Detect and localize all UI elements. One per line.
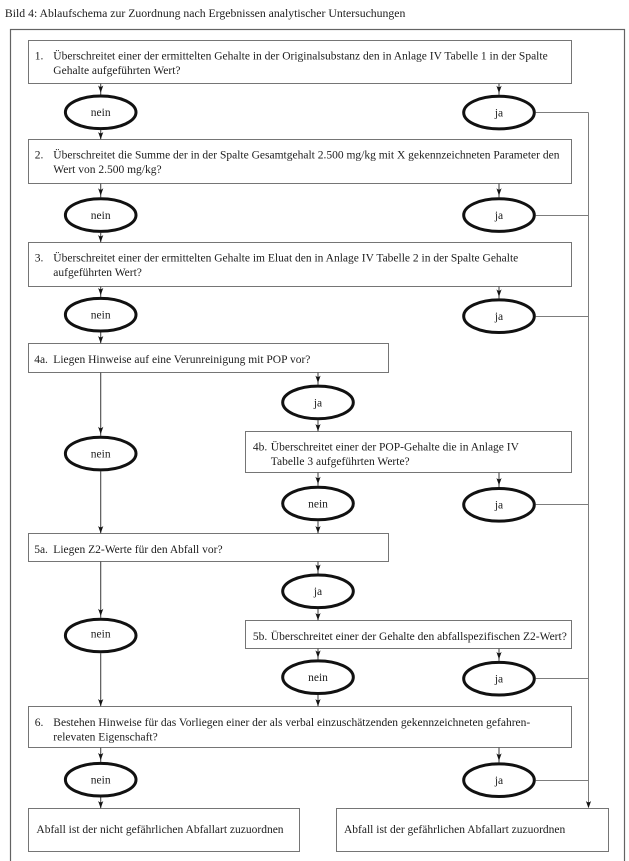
svg-text:nein: nein [91, 107, 111, 119]
svg-text:ja: ja [313, 586, 322, 598]
svg-text:ja: ja [313, 397, 322, 409]
svg-text:Bestehen Hinweise für das Vorl: Bestehen Hinweise für das Vorliegen eine… [53, 717, 530, 729]
svg-text:Überschreitet einer der ermitt: Überschreitet einer der ermittelten Geha… [53, 251, 518, 265]
svg-text:Abfall ist der gefährlichen Ab: Abfall ist der gefährlichen Abfallart zu… [344, 824, 566, 836]
svg-text:5a.: 5a. [34, 544, 48, 556]
svg-text:Wert von 2.500 mg/kg?: Wert von 2.500 mg/kg? [53, 164, 161, 176]
svg-text:Überschreitet einer der Gehalt: Überschreitet einer der Gehalte den abfa… [271, 629, 567, 643]
svg-text:aufgeführten Wert?: aufgeführten Wert? [53, 267, 142, 279]
svg-text:Überschreitet einer der ermitt: Überschreitet einer der ermittelten Geha… [53, 48, 547, 62]
svg-text:Überschreitet die Summe der in: Überschreitet die Summe der in der Spalt… [53, 148, 559, 162]
svg-text:nein: nein [91, 210, 111, 222]
svg-text:4a.: 4a. [34, 354, 48, 366]
svg-text:Bild 4: Ablaufschema zur Zuord: Bild 4: Ablaufschema zur Zuordnung nach … [5, 7, 406, 20]
svg-text:nein: nein [91, 449, 111, 461]
svg-text:nein: nein [91, 775, 111, 787]
svg-text:2.: 2. [35, 150, 44, 162]
svg-text:ja: ja [494, 500, 503, 512]
svg-text:1.: 1. [35, 50, 44, 62]
svg-text:Abfall ist der nicht gefährlic: Abfall ist der nicht gefährlichen Abfall… [36, 824, 283, 836]
svg-text:6.: 6. [35, 717, 44, 729]
svg-text:3.: 3. [35, 253, 44, 265]
svg-text:nein: nein [308, 672, 328, 684]
svg-text:Überschreitet einer der POP-Ge: Überschreitet einer der POP-Gehalte die … [271, 440, 520, 454]
svg-text:Liegen Z2-Werte für den Abfall: Liegen Z2-Werte für den Abfall vor? [53, 544, 222, 556]
svg-text:Liegen Hinweise auf eine Verun: Liegen Hinweise auf eine Verunreinigung … [53, 354, 310, 366]
svg-text:5b.: 5b. [253, 631, 268, 643]
svg-text:relevaten Eigenschaft?: relevaten Eigenschaft? [53, 731, 157, 743]
svg-text:nein: nein [91, 628, 111, 640]
svg-text:ja: ja [494, 311, 503, 323]
svg-text:ja: ja [494, 775, 503, 787]
svg-text:nein: nein [308, 498, 328, 510]
svg-text:Tabelle 3 aufgeführten Werte?: Tabelle 3 aufgeführten Werte? [271, 456, 410, 468]
svg-text:ja: ja [494, 210, 503, 222]
svg-text:ja: ja [494, 674, 503, 686]
svg-text:ja: ja [494, 108, 503, 120]
svg-text:nein: nein [91, 310, 111, 322]
svg-text:4b.: 4b. [253, 442, 268, 454]
svg-text:Gehalte aufgeführten Wert?: Gehalte aufgeführten Wert? [53, 65, 180, 77]
